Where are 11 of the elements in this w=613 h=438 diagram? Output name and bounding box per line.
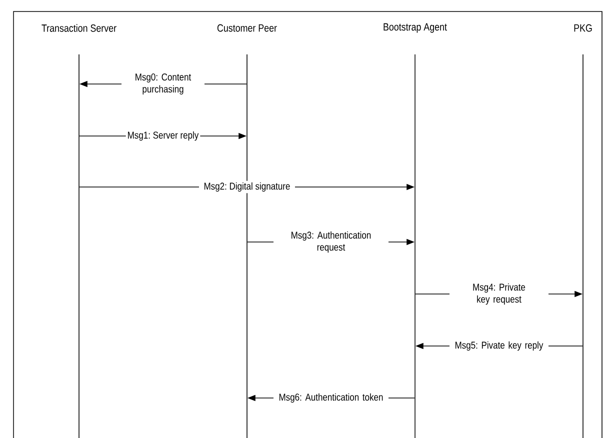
message-label: Msg6: Authentication token — [274, 392, 388, 404]
participant-label: PKG — [574, 24, 592, 32]
message-label: Msg5: Pivate key reply — [450, 340, 548, 352]
message-label: Msg3: Authentication request — [274, 230, 388, 254]
message-label: Msg4: Private key request — [450, 282, 548, 306]
participant-label: Bootstrap Agent — [384, 23, 447, 33]
message-label: Msg0: Content purchasing — [122, 72, 204, 96]
message-label: Msg1: Server reply — [126, 130, 200, 142]
message-label: Msg2: Digital signature — [202, 180, 292, 194]
participant-label: Transaction Server — [42, 24, 116, 32]
participant-label: Customer Peer — [217, 24, 277, 32]
